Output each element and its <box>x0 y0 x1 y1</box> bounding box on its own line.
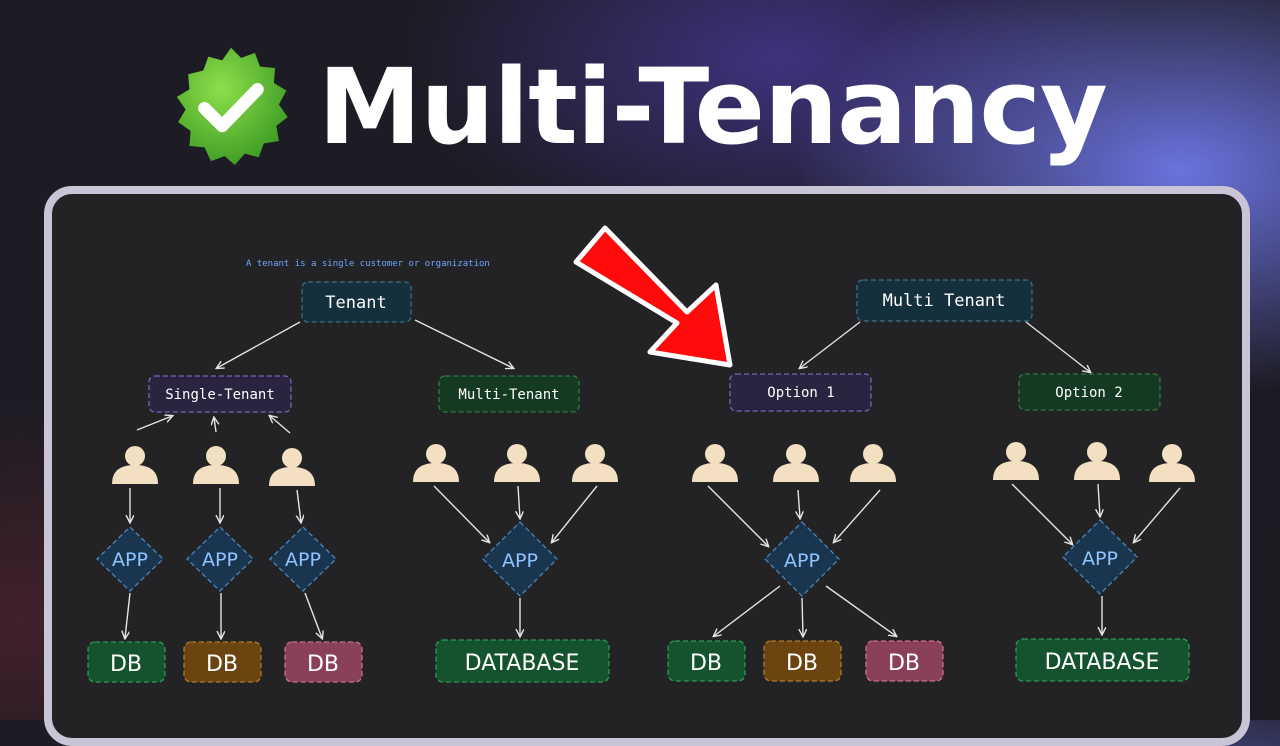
title-row: Multi-Tenancy <box>0 18 1280 168</box>
app-node: APP <box>186 526 254 592</box>
db-node-pink: DB <box>865 640 944 682</box>
red-pointer-arrow-icon <box>573 225 733 368</box>
arrow <box>136 416 172 431</box>
svg-text:DB: DB <box>307 652 339 677</box>
user-icon <box>572 444 618 482</box>
db-node-green: DB <box>87 641 166 683</box>
database-node: DATABASE <box>435 639 610 683</box>
svg-text:Multi Tenant: Multi Tenant <box>883 291 1006 311</box>
svg-text:APP: APP <box>112 549 148 571</box>
app-node: APP <box>482 521 558 597</box>
user-icon <box>269 448 315 486</box>
svg-text:DATABASE: DATABASE <box>465 651 580 676</box>
db-node-green: DB <box>667 640 746 682</box>
tenant-definition-note: A tenant is a single customer or organiz… <box>246 259 490 269</box>
arrow <box>1134 487 1181 542</box>
tenant-node: Tenant <box>301 281 412 323</box>
user-icon <box>692 444 738 482</box>
svg-text:Option 2: Option 2 <box>1055 385 1122 401</box>
arrow <box>270 416 291 434</box>
user-icon <box>193 446 239 484</box>
svg-text:APP: APP <box>285 549 321 571</box>
app-node: APP <box>1062 519 1138 595</box>
user-icon <box>993 442 1039 480</box>
arrow <box>433 485 489 542</box>
db-node-orange: DB <box>763 640 842 682</box>
arrow <box>217 321 301 368</box>
arrow <box>802 597 803 636</box>
multi-tenant-root-node: Multi Tenant <box>856 279 1033 322</box>
arrow <box>825 585 896 636</box>
svg-text:DB: DB <box>888 651 920 676</box>
user-icon <box>112 446 158 484</box>
app-node: APP <box>96 526 164 592</box>
user-icon <box>1074 442 1120 480</box>
svg-text:DB: DB <box>690 651 722 676</box>
user-icon <box>494 444 540 482</box>
app-node: APP <box>269 526 337 592</box>
option-2-node: Option 2 <box>1018 373 1161 411</box>
svg-text:DATABASE: DATABASE <box>1045 650 1160 675</box>
svg-text:Option 1: Option 1 <box>767 385 834 401</box>
svg-text:Tenant: Tenant <box>325 293 386 313</box>
arrow <box>297 489 301 522</box>
arrow <box>1011 483 1072 544</box>
arrow <box>798 489 800 518</box>
option-1-node: Option 1 <box>729 373 872 412</box>
verified-check-badge-icon <box>176 47 288 165</box>
arrow <box>125 592 131 638</box>
arrow <box>552 485 598 542</box>
svg-text:APP: APP <box>784 550 820 572</box>
user-icon <box>850 444 896 482</box>
db-node-orange: DB <box>183 641 262 683</box>
page-title: Multi-Tenancy <box>318 46 1108 168</box>
arrow <box>414 319 513 368</box>
single-tenant-node: Single-Tenant <box>148 375 292 413</box>
arrow <box>1025 321 1090 372</box>
arrow <box>304 592 322 638</box>
arrow <box>214 418 216 433</box>
arrow <box>800 321 861 368</box>
svg-text:Single-Tenant: Single-Tenant <box>165 387 275 403</box>
arrow <box>714 585 781 636</box>
svg-text:Multi-Tenant: Multi-Tenant <box>458 387 559 403</box>
svg-text:DB: DB <box>786 651 818 676</box>
user-icon <box>773 444 819 482</box>
svg-text:DB: DB <box>110 652 142 677</box>
arrow <box>1098 483 1100 516</box>
arrow <box>518 485 520 518</box>
user-icon <box>1149 444 1195 482</box>
app-node: APP <box>764 521 840 597</box>
svg-text:APP: APP <box>502 550 538 572</box>
svg-text:DB: DB <box>206 652 238 677</box>
database-node: DATABASE <box>1015 638 1190 682</box>
arrow <box>834 489 881 542</box>
multi-tenant-node: Multi-Tenant <box>438 375 580 413</box>
svg-text:APP: APP <box>202 549 238 571</box>
tenancy-diagram: A tenant is a single customer or organiz… <box>87 225 1195 683</box>
svg-text:APP: APP <box>1082 548 1118 570</box>
db-node-pink: DB <box>284 641 363 683</box>
user-icon <box>413 444 459 482</box>
arrow <box>707 485 768 546</box>
